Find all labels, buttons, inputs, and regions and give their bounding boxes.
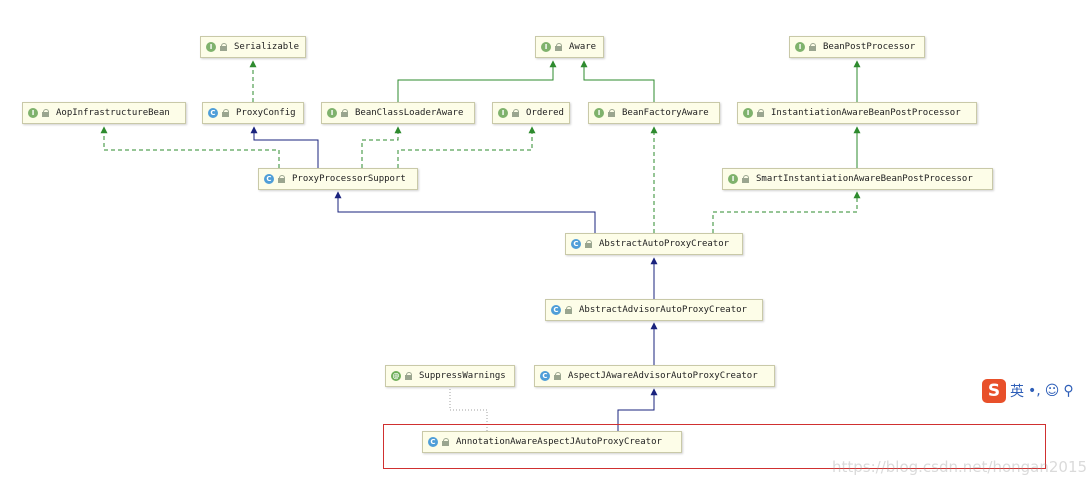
edge-aapc-siabpp — [712, 191, 861, 233]
node-aspectj-aware-advisor-auto-proxy-creator[interactable]: C AspectJAwareAdvisorAutoProxyCreator — [534, 365, 775, 387]
lock-icon — [42, 109, 50, 117]
node-label: Serializable — [234, 42, 300, 52]
lock-icon — [809, 43, 817, 51]
ime-toolbar[interactable]: S 英 •, ☺ ⚲ — [982, 378, 1088, 404]
node-label: AspectJAwareAdvisorAutoProxyCreator — [568, 371, 758, 381]
node-label: InstantiationAwareBeanPostProcessor — [771, 108, 961, 118]
lock-icon — [442, 438, 450, 446]
node-label: AbstractAutoProxyCreator — [599, 239, 730, 249]
annotation-icon: @ — [391, 371, 401, 381]
node-suppress-warnings[interactable]: @ SuppressWarnings — [385, 365, 515, 387]
node-proxy-processor-support[interactable]: C ProxyProcessorSupport — [258, 168, 418, 190]
lock-icon — [585, 240, 593, 248]
edge-pps-bcla — [361, 126, 402, 168]
lock-icon — [757, 109, 765, 117]
node-label: AbstractAdvisorAutoProxyCreator — [579, 305, 747, 315]
emoji-icon[interactable]: ☺ — [1044, 383, 1060, 399]
lock-icon — [222, 109, 230, 117]
node-label: SmartInstantiationAwareBeanPostProcessor — [756, 174, 973, 184]
node-label: BeanFactoryAware — [622, 108, 709, 118]
class-icon: C — [540, 371, 550, 381]
class-icon: C — [208, 108, 218, 118]
interface-icon: I — [206, 42, 216, 52]
class-icon: C — [428, 437, 438, 447]
lock-icon — [220, 43, 228, 51]
node-annotation-aware-aspectj-auto-proxy-creator[interactable]: C AnnotationAwareAspectJAutoProxyCreator — [422, 431, 682, 453]
edge-aaajapc-ajaapc — [617, 388, 658, 431]
lock-icon — [565, 306, 573, 314]
node-instantiation-aware-bpp[interactable]: I InstantiationAwareBeanPostProcessor — [737, 102, 977, 124]
edge-suppresswarnings-link — [449, 389, 488, 431]
edge-pps-aopinfra — [100, 126, 280, 168]
node-serializable[interactable]: I Serializable — [200, 36, 306, 58]
edge-beanfactoryaware-aware — [580, 60, 655, 102]
lock-icon — [742, 175, 750, 183]
node-aop-infrastructure-bean[interactable]: I AopInfrastructureBean — [22, 102, 186, 124]
node-label: BeanClassLoaderAware — [355, 108, 464, 118]
interface-icon: I — [327, 108, 337, 118]
node-bean-factory-aware[interactable]: I BeanFactoryAware — [588, 102, 720, 124]
lock-icon — [608, 109, 616, 117]
ime-extra-icon[interactable]: ⚲ — [1063, 383, 1074, 399]
interface-icon: I — [594, 108, 604, 118]
edge-pps-proxyconfig — [250, 126, 319, 168]
node-proxy-config[interactable]: C ProxyConfig — [202, 102, 304, 124]
node-aware[interactable]: I Aware — [535, 36, 604, 58]
lock-icon — [554, 372, 562, 380]
interface-icon: I — [541, 42, 551, 52]
node-bean-post-processor[interactable]: I BeanPostProcessor — [789, 36, 925, 58]
class-icon: C — [551, 305, 561, 315]
node-label: ProxyConfig — [236, 108, 296, 118]
node-ordered[interactable]: I Ordered — [492, 102, 570, 124]
lock-icon — [341, 109, 349, 117]
lock-icon — [278, 175, 286, 183]
node-label: ProxyProcessorSupport — [292, 174, 406, 184]
interface-icon: I — [28, 108, 38, 118]
edge-pps-ordered — [397, 126, 536, 168]
node-label: Ordered — [526, 108, 564, 118]
class-icon: C — [571, 239, 581, 249]
node-abstract-advisor-auto-proxy-creator[interactable]: C AbstractAdvisorAutoProxyCreator — [545, 299, 763, 321]
interface-icon: I — [728, 174, 738, 184]
node-label: AopInfrastructureBean — [56, 108, 170, 118]
class-icon: C — [264, 174, 274, 184]
watermark: https://blog.csdn.net/hongan2015 — [832, 458, 1088, 476]
node-label: BeanPostProcessor — [823, 42, 916, 52]
node-bean-class-loader-aware[interactable]: I BeanClassLoaderAware — [321, 102, 475, 124]
lock-icon — [405, 372, 413, 380]
sogou-logo-icon[interactable]: S — [982, 379, 1006, 403]
node-label: SuppressWarnings — [419, 371, 506, 381]
selection-box — [383, 424, 1046, 469]
node-abstract-auto-proxy-creator[interactable]: C AbstractAutoProxyCreator — [565, 233, 743, 255]
interface-icon: I — [795, 42, 805, 52]
lock-icon — [555, 43, 563, 51]
node-smart-instantiation-aware-bpp[interactable]: I SmartInstantiationAwareBeanPostProcess… — [722, 168, 993, 190]
node-label: Aware — [569, 42, 597, 52]
edge-aapc-pps — [334, 191, 596, 233]
interface-icon: I — [498, 108, 508, 118]
node-label: AnnotationAwareAspectJAutoProxyCreator — [456, 437, 662, 447]
ime-punctuation-toggle[interactable]: •, — [1028, 383, 1041, 399]
ime-language-toggle[interactable]: 英 — [1010, 384, 1024, 400]
lock-icon — [512, 109, 520, 117]
interface-icon: I — [743, 108, 753, 118]
edge-beanclassloaderaware-aware — [397, 60, 557, 102]
